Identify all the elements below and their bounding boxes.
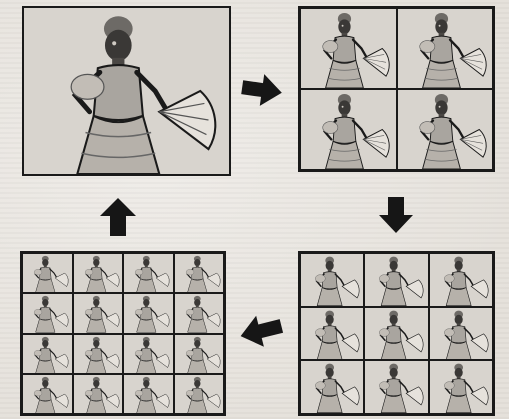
grid-tile xyxy=(123,374,174,414)
dancer-figure-icon xyxy=(430,361,492,413)
dancer-figure-icon xyxy=(124,254,173,292)
grid-tile xyxy=(364,253,428,307)
dancer-figure-icon xyxy=(365,254,427,306)
grid-tile xyxy=(397,89,494,170)
dancer-figure-icon xyxy=(23,335,72,373)
dancer-figure-icon xyxy=(23,294,72,332)
grid-tile xyxy=(22,293,73,333)
grid-tile xyxy=(429,360,493,414)
grid-tile xyxy=(73,253,124,293)
grid-tile xyxy=(174,293,225,333)
dancer-figure-icon xyxy=(74,375,123,413)
grid-tile xyxy=(123,334,174,374)
arrow-right-icon xyxy=(240,72,284,108)
dancer-figure-icon xyxy=(175,335,224,373)
dancer-figure-icon xyxy=(124,375,173,413)
dancer-figure-icon xyxy=(398,90,493,169)
grid-tile xyxy=(174,253,225,293)
grid-tile xyxy=(174,374,225,414)
grid-4x4-tiles xyxy=(22,253,224,414)
dancer-figure-icon xyxy=(124,335,173,373)
grid-tile xyxy=(73,293,124,333)
dancer-figure-icon xyxy=(398,9,493,88)
grid-tile xyxy=(300,360,364,414)
grid-tile xyxy=(300,8,397,89)
panel-original-image xyxy=(22,6,231,176)
grid-tile xyxy=(123,253,174,293)
dancer-figure-icon xyxy=(301,90,396,169)
grid-tile xyxy=(73,374,124,414)
arrow-left-icon xyxy=(238,312,284,350)
dancer-figure-icon xyxy=(74,294,123,332)
grid-tile xyxy=(123,293,174,333)
grid-tile xyxy=(364,360,428,414)
grid-2x2-tiles xyxy=(300,8,493,170)
grid-tile xyxy=(174,334,225,374)
grid-tile xyxy=(22,374,73,414)
dancer-figure-icon xyxy=(23,375,72,413)
dancer-figure-icon xyxy=(301,9,396,88)
dancer-figure-icon xyxy=(301,254,363,306)
grid-3x3-tiles xyxy=(300,253,493,414)
grid-tile xyxy=(22,253,73,293)
grid-tile xyxy=(397,8,494,89)
panel-grid-3x3 xyxy=(298,251,495,416)
grid-tile xyxy=(429,253,493,307)
dancer-figure-icon xyxy=(301,361,363,413)
dancer-figure-icon xyxy=(74,254,123,292)
panel-grid-4x4 xyxy=(20,251,226,416)
dancer-figure-icon xyxy=(430,254,492,306)
grid-tile xyxy=(300,89,397,170)
dancer-figure-icon xyxy=(365,361,427,413)
grid-tile xyxy=(300,307,364,361)
grid-tile xyxy=(22,334,73,374)
dancer-figure-icon xyxy=(23,254,72,292)
grid-tile xyxy=(429,307,493,361)
arrow-down-icon xyxy=(377,195,415,235)
dancer-figure-icon xyxy=(175,294,224,332)
dancer-figure-icon xyxy=(365,308,427,360)
grid-tile xyxy=(300,253,364,307)
dancer-figure-icon xyxy=(74,335,123,373)
dancer-figure-icon xyxy=(175,375,224,413)
dancer-figure-icon xyxy=(301,308,363,360)
dancer-figure-icon xyxy=(24,8,229,174)
grid-tile xyxy=(73,334,124,374)
arrow-up-icon xyxy=(98,196,138,238)
dancer-figure-icon xyxy=(430,308,492,360)
dancer-figure-icon xyxy=(175,254,224,292)
panel-grid-2x2 xyxy=(298,6,495,172)
dancer-figure-icon xyxy=(124,294,173,332)
grid-tile xyxy=(364,307,428,361)
